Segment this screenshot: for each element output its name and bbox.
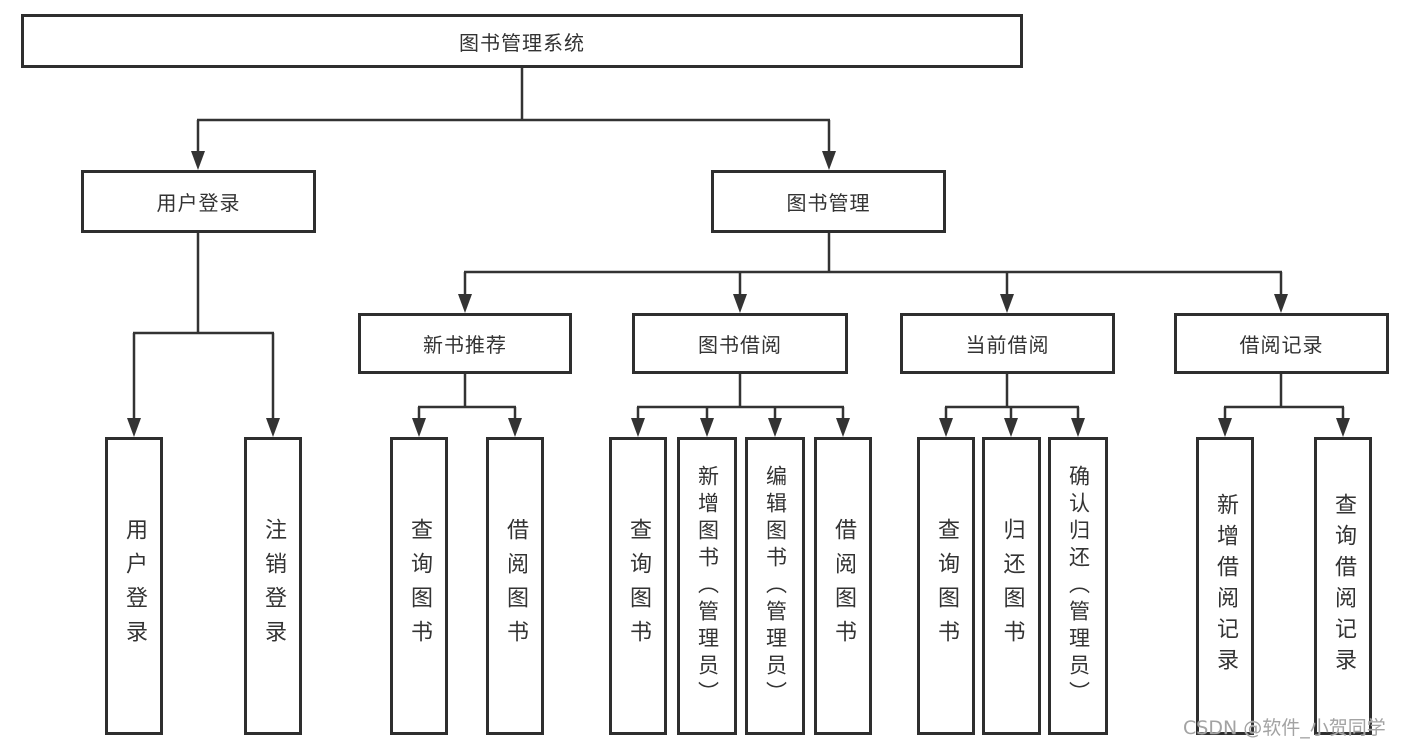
leaf-query-book-current: 查询图书 <box>917 437 975 735</box>
node-new-book-recommend-label: 新书推荐 <box>423 333 507 357</box>
leaf-user-login: 用户登录 <box>105 437 163 735</box>
node-current-borrow: 当前借阅 <box>900 313 1115 374</box>
leaf-user-login-label: 用户登录 <box>122 518 147 654</box>
node-current-borrow-label: 当前借阅 <box>965 333 1050 357</box>
node-borrow-records: 借阅记录 <box>1174 313 1389 374</box>
leaf-edit-book-admin-label: 编辑图书（管理员） <box>763 464 788 708</box>
node-root-label: 图书管理系统 <box>459 30 585 55</box>
node-book-borrow-label: 图书借阅 <box>698 333 782 357</box>
node-book-borrow: 图书借阅 <box>632 313 848 374</box>
node-root: 图书管理系统 <box>21 14 1023 68</box>
leaf-add-book-admin-label: 新增图书（管理员） <box>695 464 720 708</box>
leaf-query-book-recommend: 查询图书 <box>390 437 448 735</box>
leaf-query-book-borrow: 查询图书 <box>609 437 667 735</box>
leaf-query-book-recommend-label: 查询图书 <box>407 518 432 654</box>
node-user-login: 用户登录 <box>81 170 316 233</box>
leaf-borrow-book-label: 借阅图书 <box>831 518 856 654</box>
node-new-book-recommend: 新书推荐 <box>358 313 572 374</box>
leaf-return-book: 归还图书 <box>982 437 1041 735</box>
leaf-query-borrow-record: 查询借阅记录 <box>1314 437 1372 735</box>
leaf-edit-book-admin: 编辑图书（管理员） <box>745 437 805 735</box>
leaf-confirm-return-admin: 确认归还（管理员） <box>1048 437 1108 735</box>
node-user-login-label: 用户登录 <box>156 191 241 215</box>
leaf-add-book-admin: 新增图书（管理员） <box>677 437 737 735</box>
leaf-confirm-return-admin-label: 确认归还（管理员） <box>1066 464 1091 708</box>
leaf-logout: 注销登录 <box>244 437 302 735</box>
node-book-management: 图书管理 <box>711 170 946 233</box>
watermark: CSDN @软件_小贺同学 <box>1183 717 1386 739</box>
leaf-borrow-book: 借阅图书 <box>814 437 872 735</box>
leaf-query-book-borrow-label: 查询图书 <box>626 518 651 654</box>
leaf-query-borrow-record-label: 查询借阅记录 <box>1331 493 1356 679</box>
leaf-logout-label: 注销登录 <box>261 518 286 654</box>
node-book-management-label: 图书管理 <box>786 191 871 215</box>
leaf-query-book-current-label: 查询图书 <box>934 518 959 654</box>
leaf-borrow-book-recommend-label: 借阅图书 <box>503 518 528 654</box>
leaf-return-book-label: 归还图书 <box>999 518 1025 654</box>
node-borrow-records-label: 借阅记录 <box>1239 333 1324 357</box>
leaf-borrow-book-recommend: 借阅图书 <box>486 437 544 735</box>
arrowhead-icons <box>127 151 1350 437</box>
leaf-add-borrow-record-label: 新增借阅记录 <box>1213 493 1238 679</box>
leaf-add-borrow-record: 新增借阅记录 <box>1196 437 1254 735</box>
